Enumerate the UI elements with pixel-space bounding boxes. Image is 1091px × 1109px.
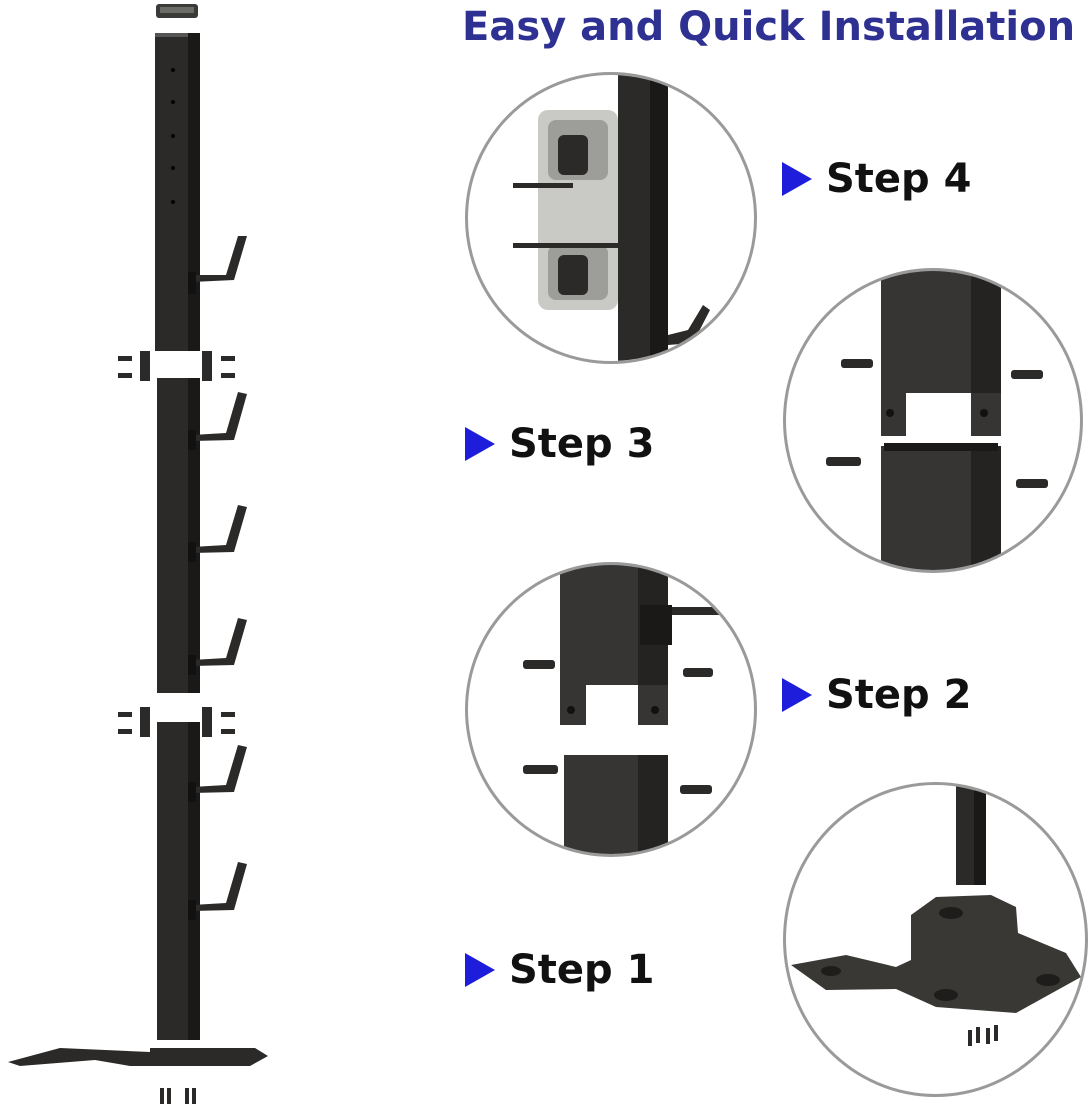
step1-screws [968,1025,998,1046]
lower-pole-section [157,722,247,1040]
step1-label: Step 1 [465,945,654,995]
step4-label: Step 4 [782,154,971,204]
play-arrow-icon [465,427,495,461]
play-arrow-icon [782,162,812,196]
stand-exploded-illustration [8,4,268,1104]
play-arrow-icon [465,953,495,987]
step3-screws [826,359,1048,488]
step1-detail-circle [783,782,1088,1097]
step2-label: Step 2 [782,670,971,720]
connector-hardware-1 [118,351,235,381]
step3-detail-circle [783,268,1083,573]
step3-label: Step 3 [465,419,654,469]
step2-screws [523,660,713,794]
base-screws [160,1088,196,1104]
connector-hardware-2 [118,707,235,737]
vacuum-bracket [538,110,618,310]
middle-pole-section [157,378,247,693]
page-title: Easy and Quick Installation [462,4,1076,50]
upper-pole-section [155,33,247,351]
base-plate [8,1048,268,1066]
play-arrow-icon [782,678,812,712]
step4-detail-circle [465,72,757,364]
step2-detail-circle [465,562,757,857]
